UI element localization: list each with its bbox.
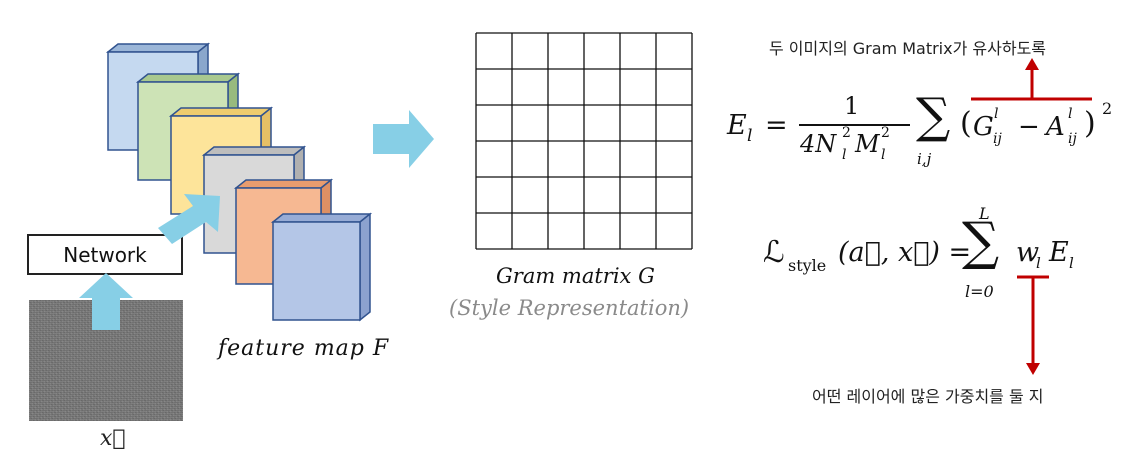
gram-matrix-grid [475,32,693,250]
el-den-m: M [855,130,880,158]
el-a: A [1046,112,1065,142]
ls-sum: ∑ [962,212,1000,272]
el-lparen: ( [960,106,972,141]
el-den-sub-n: l [842,147,847,163]
arrow-up-icon [79,273,133,330]
arrow-up-icon [1025,58,1039,70]
el-a-sup: l [1068,106,1073,122]
feature-map-label: feature map F [218,336,390,361]
el-sum: ∑ [916,88,951,144]
el-g-sub: ij [993,131,1002,147]
ls-w: w [1016,237,1040,268]
el-lhs: E [727,110,747,141]
ls-args: (a⃗, x⃗) = [838,237,972,268]
feature-map-stack [105,42,373,322]
el-minus: − [1018,112,1040,142]
gram-matrix-label: Gram matrix G [496,264,655,288]
el-g: G [973,112,994,142]
el-equals: = [765,110,788,141]
network-label: Network [63,242,147,267]
el-den-sup-n: 2 [842,125,851,141]
ls-e-sub: l [1069,254,1074,272]
ls-sum-top: L [979,204,990,223]
style-representation-label: (Style Representation) [449,296,690,320]
annotation-top-marker [971,58,1092,101]
el-numerator: 1 [844,92,860,120]
el-sum-sub: i,j [917,150,932,168]
arrow-right-icon [373,110,434,168]
el-rparen: ) [1084,106,1096,141]
ls-e: E [1049,237,1069,268]
el-g-sup: l [994,106,999,122]
ls-sum-bottom: l=0 [965,282,994,301]
el-square: 2 [1102,99,1113,118]
arrow-diagonal-icon [158,194,220,244]
feature-layer-6 [270,212,373,322]
el-lhs-sub: l [747,126,753,146]
ls-l: ℒ [763,235,785,270]
arrow-down-icon [1026,363,1040,375]
el-denominator: 4N [800,130,837,158]
annotation-top-text: 두 이미지의 Gram Matrix가 유사하도록 [769,39,1047,58]
annotation-bottom-text: 어떤 레이어에 많은 가중치를 둘 지 [812,387,1044,406]
el-den-sup-m: 2 [881,125,890,141]
el-fraction-bar [799,124,910,126]
ls-style-sub: style [788,256,827,275]
input-label: x⃗ [100,426,126,451]
el-den-sub-m: l [881,147,886,163]
el-a-sub: ij [1068,131,1077,147]
ls-w-sub: l [1036,254,1041,272]
annotation-bottom-marker [1017,275,1049,375]
